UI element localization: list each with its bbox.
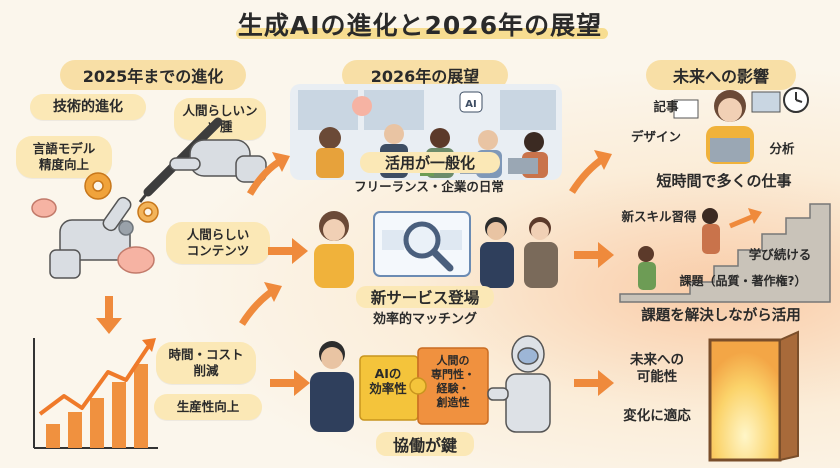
puzzle-human-expertise: 人間の 専門性・ 経験・ 創造性: [431, 354, 475, 409]
scene2-sub: 効率的マッチング: [372, 312, 477, 327]
issues-label: 課題（品質・著作権?）: [679, 274, 807, 288]
arrow-up-right-3: [569, 150, 612, 194]
scene2-caption: 新サービス登場: [356, 286, 494, 308]
time-cost-bubble: 時間・コスト 削減: [156, 342, 256, 384]
pen-icon: [138, 117, 223, 203]
arrow-right-bottom: [270, 370, 310, 396]
gear-icon: [84, 172, 159, 236]
keep-learning-label: 学び続ける: [748, 247, 812, 262]
header-2025: 2025年までの進化: [60, 60, 246, 90]
title-highlight: [236, 28, 608, 39]
productivity-bubble: 生産性向上: [154, 394, 262, 420]
task-design: デザイン: [630, 129, 681, 144]
arrow-right-bottom-2: [574, 370, 614, 396]
laptop-icon: [710, 138, 750, 162]
page-title: 生成AIの進化と2026年の展望: [237, 11, 603, 40]
robot-finger-icon: [49, 196, 132, 279]
bar-chart-icon: [33, 338, 158, 449]
arrow-up-right-1: [246, 152, 290, 196]
arrow-right-mid-2: [574, 242, 614, 268]
brain-icon: [31, 198, 155, 274]
robot-hand-illustration: [31, 117, 267, 279]
puzzle-ai-efficiency: AIの 効率性: [369, 366, 407, 396]
puzzle-icon: [359, 347, 489, 425]
scene1-caption: 活用が一般化: [360, 152, 500, 173]
task-article: 記事: [653, 99, 679, 114]
collaboration-scene: [310, 335, 551, 433]
matching-scene: [314, 211, 558, 288]
header-future: 未来への影響: [646, 60, 796, 90]
scene3-caption: 協働が鍵: [376, 432, 474, 456]
clock-icon: [783, 87, 809, 113]
robot-hand-icon: [169, 139, 267, 183]
human-like-bubble: 人間らしいン ツ腫: [174, 98, 266, 140]
arrow-right-mid: [268, 238, 308, 264]
right-scene1-caption: 短時間で多くの仕事: [656, 172, 792, 190]
scene1-sub: フリーランス・企業の日常: [354, 179, 504, 194]
future-possibility-label: 未来への 可能性: [630, 352, 684, 385]
multitask-scene: [673, 87, 809, 164]
brain-icon: [352, 96, 372, 116]
arrow-up-right-2: [239, 282, 282, 326]
right-scene2-caption: 課題を解決しながら活用: [641, 308, 801, 324]
new-skill-label: 新スキル習得: [621, 209, 697, 224]
language-model-bubble: 言語モデル 精度向上: [16, 136, 112, 178]
down-arrow: [96, 296, 122, 334]
svg-text:AI: AI: [465, 99, 476, 110]
stairs-icon: [619, 203, 831, 303]
tech-evolution-label: 技術的進化: [30, 94, 146, 120]
door-icon: [708, 330, 799, 462]
adapt-change-label: 変化に適応: [623, 408, 691, 424]
robot-icon: [487, 335, 551, 433]
magnifier-icon: [403, 221, 454, 272]
task-analysis: 分析: [769, 141, 795, 156]
human-content-bubble: 人間らしい コンテンツ: [166, 222, 270, 264]
